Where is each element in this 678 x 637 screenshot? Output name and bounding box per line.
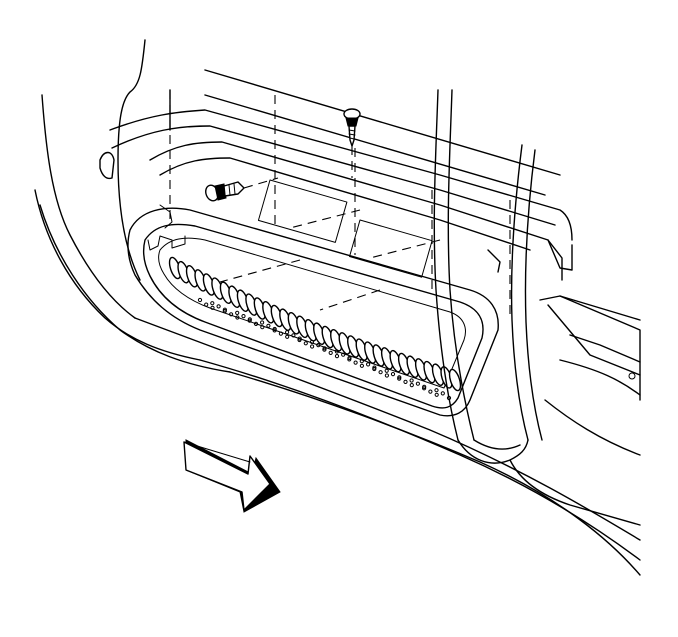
harness-texture — [229, 312, 234, 317]
angled-screw — [205, 177, 279, 202]
harness-texture — [266, 323, 271, 328]
harness-texture — [260, 325, 265, 330]
harness-texture — [372, 365, 377, 370]
harness-texture — [347, 355, 352, 361]
direction-arrow-icon — [183, 439, 281, 513]
harness-texture — [440, 391, 445, 396]
door-opening-body — [34, 39, 641, 576]
harness-texture — [428, 389, 433, 394]
harness-texture — [285, 334, 290, 339]
harness-texture — [253, 321, 259, 326]
harness-texture — [434, 392, 439, 397]
harness-texture — [334, 354, 340, 359]
harness-texture — [334, 349, 339, 354]
harness-texture — [390, 372, 396, 377]
harness-texture — [216, 304, 221, 309]
harness-texture — [316, 343, 321, 348]
harness-texture — [366, 362, 371, 367]
screw-icon — [343, 108, 361, 147]
harness-texture — [241, 314, 246, 319]
harness-texture — [260, 320, 265, 325]
front-direction-arrow — [183, 439, 281, 513]
harness-texture — [359, 363, 364, 368]
harness-texture — [210, 305, 215, 310]
door-sill-plate — [127, 90, 511, 417]
harness-texture — [384, 373, 389, 378]
harness-texture — [210, 301, 215, 306]
harness-texture — [247, 317, 252, 322]
harness-texture — [353, 360, 358, 365]
harness-texture — [359, 359, 364, 364]
harness-texture — [303, 341, 308, 346]
vertical-screw — [343, 108, 361, 178]
sill-frame — [109, 69, 573, 281]
harness-texture — [297, 336, 302, 341]
harness-texture — [422, 384, 427, 389]
harness-texture — [415, 381, 420, 386]
door-opening-seal — [433, 89, 641, 526]
wiring-harness — [168, 256, 462, 401]
harness-texture — [204, 302, 209, 307]
harness-texture — [222, 307, 227, 312]
harness-texture — [384, 368, 389, 373]
harness-texture — [285, 330, 290, 335]
harness-texture — [403, 379, 408, 384]
harness-texture — [278, 331, 283, 336]
harness-loop — [448, 368, 462, 392]
harness-texture — [235, 315, 240, 320]
harness-texture — [310, 344, 315, 349]
harness-texture — [409, 383, 414, 388]
harness-texture — [197, 297, 203, 303]
harness-texture — [235, 310, 240, 315]
harness-texture — [341, 352, 346, 357]
harness-texture — [309, 339, 315, 344]
harness-texture — [434, 388, 439, 393]
harness-texture — [272, 326, 277, 332]
harness-texture — [378, 370, 383, 375]
harness-texture — [397, 375, 402, 380]
harness-texture — [409, 378, 414, 383]
harness-texture — [291, 333, 296, 338]
harness-texture — [322, 346, 327, 351]
harness-texture — [328, 350, 333, 355]
screw-icon — [205, 181, 245, 202]
